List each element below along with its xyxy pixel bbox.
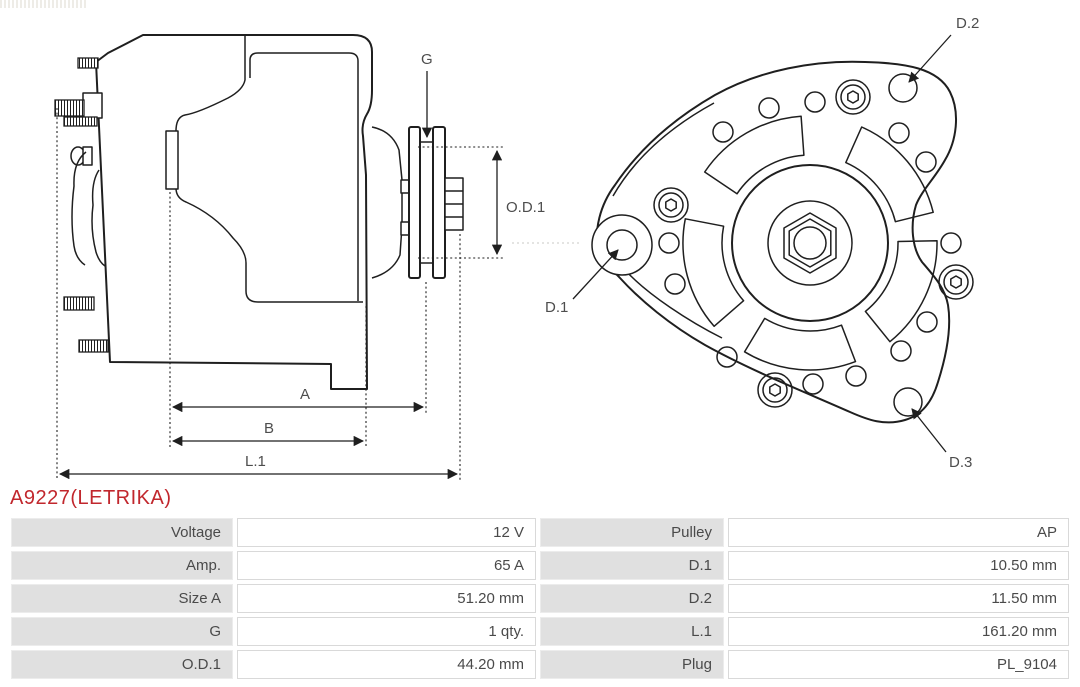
spacer: [400, 221, 410, 236]
logo-fragment: [0, 0, 88, 8]
spec-label-cell: O.D.1: [11, 650, 233, 679]
spec-value-cell: PL_9104: [728, 650, 1069, 679]
mounting-boss-d1: [591, 214, 653, 276]
drive-end-nose: [371, 126, 403, 279]
spec-label-cell: D.1: [540, 551, 724, 580]
dim-label-g: G: [421, 51, 433, 68]
hole-d3: [893, 387, 923, 417]
spec-table: Voltage 12 V Pulley AP Amp. 65 A D.1 10.…: [11, 518, 1069, 679]
d2-leader-line: [908, 34, 952, 83]
dim-label-d2: D.2: [956, 15, 979, 32]
dim-label-d3: D.3: [949, 454, 972, 471]
spec-value-cell: 51.20 mm: [237, 584, 536, 613]
spec-label-cell: G: [11, 617, 233, 646]
housing-divider: [175, 35, 363, 303]
spec-value-cell: 161.20 mm: [728, 617, 1069, 646]
connector-outline: [91, 169, 106, 267]
fan-slot: [682, 218, 745, 328]
alternator-body-side: [95, 34, 373, 390]
spec-value-cell: 12 V: [237, 518, 536, 547]
stud-bolt: [77, 57, 99, 69]
inner-edge-line: [624, 269, 723, 339]
stud-bolt: [63, 116, 98, 127]
connector-outline: [71, 151, 87, 266]
dim-label-od1: O.D.1: [506, 199, 545, 216]
dim-label-a: A: [300, 386, 310, 403]
alternator-technical-drawing: G O.D.1 A B L.1: [54, 15, 979, 480]
inner-edge-line: [612, 102, 715, 197]
hole-d2: [888, 73, 918, 103]
spec-value-cell: 10.50 mm: [728, 551, 1069, 580]
spec-value-cell: 11.50 mm: [728, 584, 1069, 613]
stud-bolt: [63, 296, 95, 311]
fan-slot: [743, 317, 857, 371]
part-number: A9227(LETRIKA): [10, 487, 172, 509]
stud-bolt: [54, 99, 85, 117]
d3-leader-line: [911, 408, 947, 453]
mounting-boss: [165, 130, 179, 190]
spec-label-cell: Plug: [540, 650, 724, 679]
dim-label-l1: L.1: [245, 453, 266, 470]
d1-leader-line: [572, 249, 619, 300]
pulley-face: [731, 164, 889, 322]
front-housing-inner: [249, 52, 359, 301]
terminal-post: [82, 146, 93, 166]
spec-label-cell: Voltage: [11, 518, 233, 547]
spec-label-cell: Pulley: [540, 518, 724, 547]
through-bolt: [653, 187, 689, 223]
side-view-drawing: G O.D.1 A B L.1: [54, 34, 545, 480]
spec-label-cell: Amp.: [11, 551, 233, 580]
terminal-block: [82, 92, 103, 119]
spec-label-cell: L.1: [540, 617, 724, 646]
through-bolt: [835, 79, 871, 115]
spec-label-cell: D.2: [540, 584, 724, 613]
pulley-rear-flange: [408, 126, 421, 279]
fan-slot: [864, 240, 938, 343]
through-bolt: [938, 264, 974, 300]
stud-bolt: [78, 339, 109, 353]
spec-value-cell: 65 A: [237, 551, 536, 580]
spec-value-cell: AP: [728, 518, 1069, 547]
spec-value-cell: 44.20 mm: [237, 650, 536, 679]
front-view-drawing: D.2 D.1 D.3: [545, 15, 979, 471]
shaft-nut: [783, 212, 837, 274]
pulley-front-flange: [432, 126, 446, 279]
hole-d1: [606, 229, 638, 261]
vent-holes: [658, 91, 962, 395]
dim-label-b: B: [264, 420, 274, 437]
through-bolt: [757, 372, 793, 408]
shaft-end: [793, 226, 827, 260]
fan-slot: [845, 126, 934, 223]
spacer: [400, 179, 410, 194]
fan-slot: [703, 115, 805, 195]
spec-label-cell: Size A: [11, 584, 233, 613]
dim-label-d1: D.1: [545, 299, 568, 316]
spec-value-cell: 1 qty.: [237, 617, 536, 646]
